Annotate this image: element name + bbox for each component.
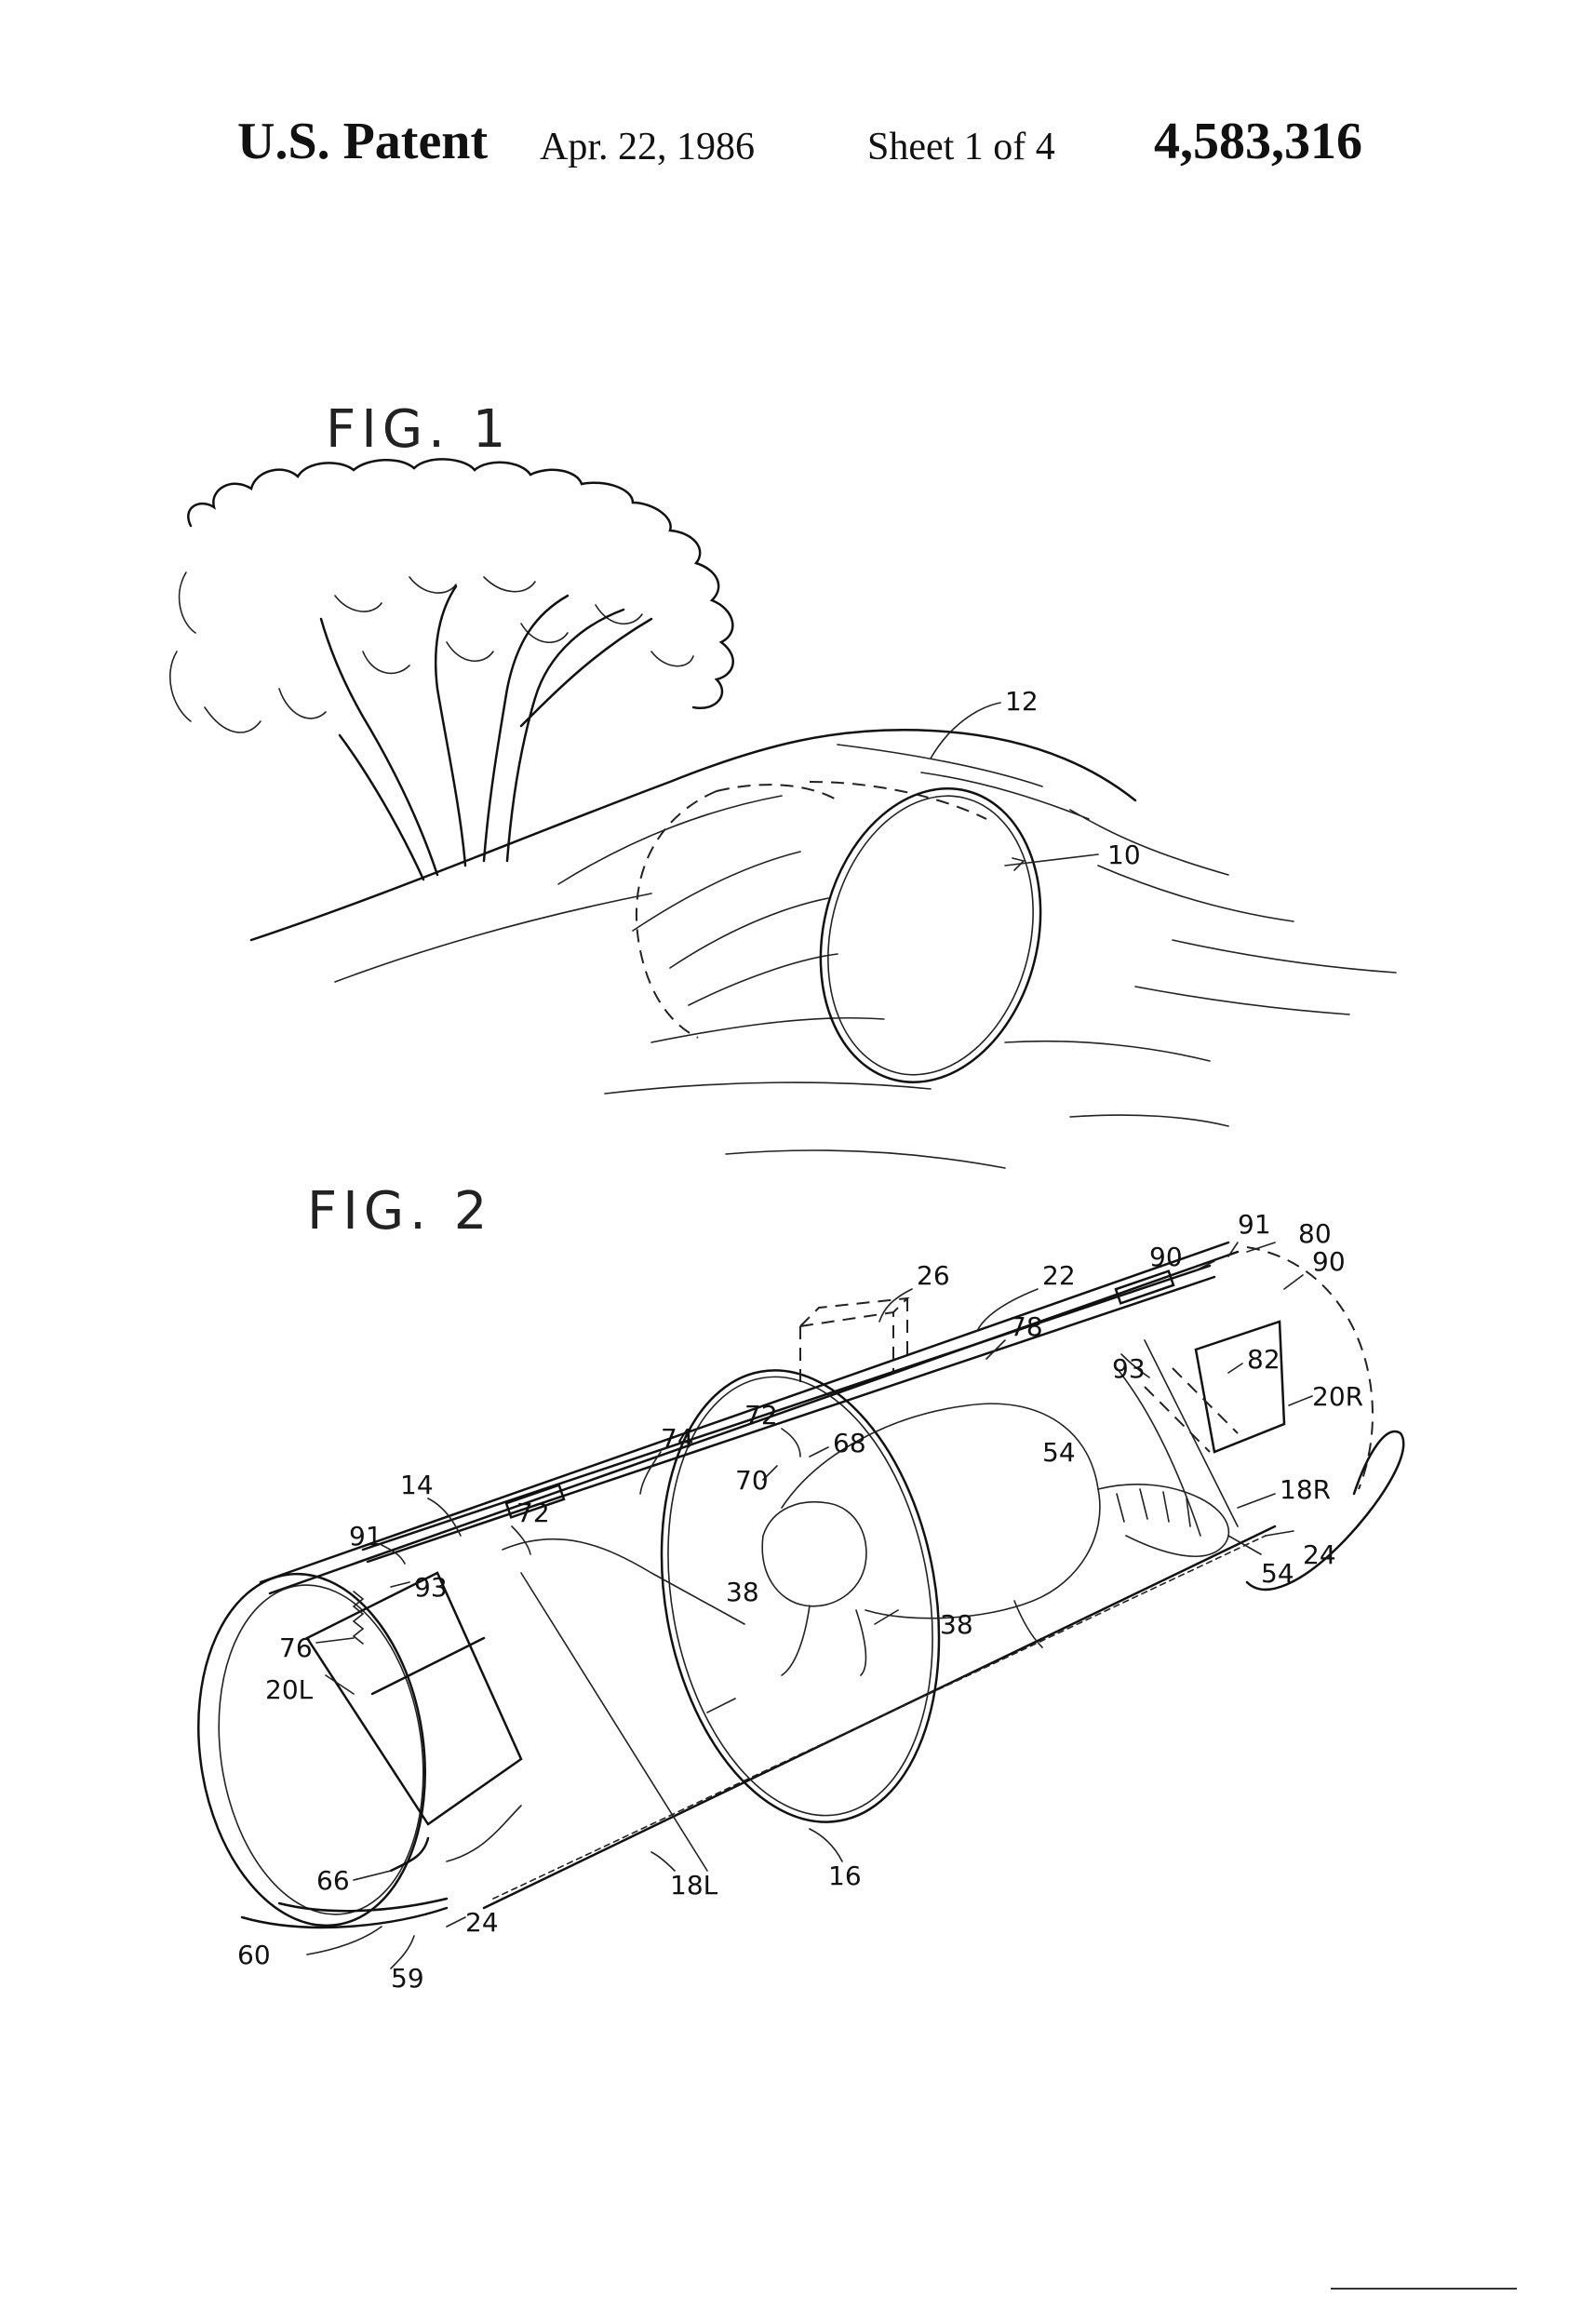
left-end-ring-inner — [218, 1584, 424, 1915]
ref-20L: 20L — [265, 1674, 314, 1705]
tree-canopy — [187, 458, 734, 710]
ref-24-right: 24 — [1303, 1539, 1336, 1570]
bottom-rule — [1331, 2288, 1517, 2290]
figure-1: FIG. 1 12 10 — [169, 399, 1397, 1169]
ref-18R: 18R — [1280, 1474, 1331, 1505]
tunnel-opening — [819, 787, 1042, 1083]
fig2-label: FIG. 2 — [307, 1181, 492, 1242]
ref-60: 60 — [237, 1940, 271, 1970]
rod-sleeve-right — [1114, 1269, 1175, 1305]
ref-80: 80 — [1298, 1218, 1332, 1249]
leader-10-arrow — [1012, 857, 1026, 871]
patent-date: Apr. 22, 1986 — [540, 126, 755, 168]
left-panel-18L — [446, 1538, 745, 1872]
sheet-number: Sheet 1 of 4 — [867, 126, 1055, 168]
tube-top-edge-2 — [268, 1250, 1240, 1595]
latch-66 — [389, 1836, 430, 1873]
ref-90-left: 90 — [1149, 1242, 1183, 1272]
right-end-hidden — [1246, 1246, 1374, 1490]
right-end-ring — [1245, 1430, 1405, 1592]
ref-93-left: 93 — [414, 1572, 448, 1603]
hill-outline — [249, 729, 1137, 942]
ref-18L: 18L — [670, 1870, 718, 1901]
ref-90-right: 90 — [1312, 1246, 1346, 1277]
control-box — [799, 1296, 910, 1387]
leaders-fig2 — [306, 1242, 1313, 1969]
ref-38-right: 38 — [940, 1609, 973, 1640]
ref-91-top: 91 — [1238, 1209, 1271, 1240]
tube-hinge — [492, 1535, 1267, 1900]
raccoon-body — [761, 1403, 1101, 1676]
fig1-label: FIG. 1 — [326, 399, 511, 460]
ref-12: 12 — [1005, 686, 1039, 717]
ref-74: 74 — [661, 1423, 694, 1454]
ref-70: 70 — [735, 1465, 769, 1496]
ref-26: 26 — [917, 1260, 950, 1291]
right-door-20R — [1194, 1320, 1286, 1454]
raccoon-tail — [1097, 1484, 1230, 1557]
ref-24-left: 24 — [465, 1907, 499, 1938]
ref-72-left: 72 — [516, 1498, 550, 1528]
tube-bottom-edge — [482, 1525, 1277, 1910]
ref-68: 68 — [833, 1428, 866, 1458]
ref-20R: 20R — [1312, 1381, 1363, 1412]
ref-66: 66 — [316, 1865, 350, 1896]
middle-ring-inner — [667, 1376, 933, 1817]
tube-top-edge — [259, 1241, 1230, 1584]
ref-59: 59 — [391, 1963, 424, 1994]
tree-trunk — [319, 584, 653, 881]
left-end-ring — [197, 1572, 426, 1928]
ref-22: 22 — [1042, 1260, 1076, 1291]
rod-sleeve-left — [504, 1484, 566, 1519]
ref-78: 78 — [1010, 1311, 1043, 1342]
ref-76: 76 — [279, 1632, 313, 1663]
ref-93-right: 93 — [1112, 1353, 1146, 1384]
left-door-20L — [305, 1571, 523, 1826]
ref-10: 10 — [1107, 840, 1141, 870]
ref-54-upper: 54 — [1042, 1437, 1076, 1468]
top-rod — [361, 1264, 1216, 1564]
patent-label: U.S. Patent — [237, 113, 489, 170]
figure-2: FIG. 2 91 — [197, 1181, 1405, 1994]
ref-82: 82 — [1247, 1344, 1280, 1375]
patent-number: 4,583,316 — [1154, 113, 1362, 170]
ref-16: 16 — [828, 1861, 862, 1891]
right-door-hidden — [1144, 1367, 1239, 1453]
leader-12 — [930, 702, 1001, 759]
left-lower-flange — [240, 1897, 449, 1929]
grass-strokes — [334, 744, 1397, 1169]
ref-72-top: 72 — [744, 1400, 778, 1431]
ref-14: 14 — [400, 1470, 434, 1500]
ref-91-left: 91 — [349, 1521, 382, 1552]
buried-outline — [635, 781, 987, 1039]
page-header: U.S. Patent Apr. 22, 1986 Sheet 1 of 4 4… — [0, 112, 1582, 205]
ref-38-left: 38 — [726, 1577, 759, 1607]
tree-foliage — [169, 571, 694, 733]
middle-ring — [660, 1369, 941, 1823]
tunnel-rim — [827, 795, 1034, 1076]
left-door-spring — [352, 1591, 365, 1645]
ref-54-lower: 54 — [1261, 1558, 1294, 1589]
